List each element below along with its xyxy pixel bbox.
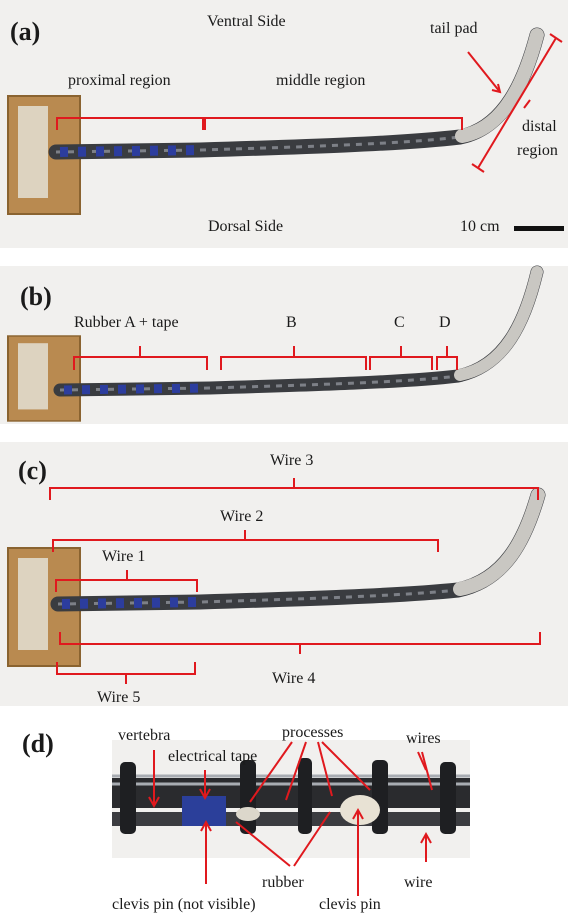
tail-pad-arrowhead: [491, 83, 502, 94]
bracket-d: [436, 346, 458, 370]
clevis-pin-not-visible-label: clevis pin (not visible): [112, 896, 256, 913]
bracket-proximal-region: [56, 117, 204, 130]
panel-c-brackets: [49, 478, 541, 684]
arrow-processes-2: [285, 741, 307, 801]
wire-1-label: Wire 1: [102, 548, 146, 565]
panel-a-tail: [7, 27, 545, 215]
rubber-a-tape-label: Rubber A + tape: [74, 314, 179, 331]
middle-region-label: middle region: [276, 72, 366, 89]
vertebra-label: vertebra: [118, 727, 171, 744]
bracket-wire-5: [56, 662, 196, 684]
panel-a-photo: [0, 0, 568, 248]
wire-3-label: Wire 3: [270, 452, 314, 469]
arrow-processes-3: [317, 741, 333, 797]
panel-label-c: (c): [18, 456, 47, 485]
bracket-b: [220, 346, 367, 370]
tail-pad-label: tail pad: [430, 20, 478, 37]
panel-label-d: (d): [22, 729, 54, 758]
processes-label: processes: [282, 724, 344, 741]
panel-c-photo: [0, 442, 568, 706]
bracket-wire-1: [55, 570, 198, 592]
panel-a-brackets: [56, 33, 563, 173]
arrow-processes-4: [321, 741, 371, 791]
rubber-c-label: C: [394, 314, 405, 331]
wire-5-label: Wire 5: [97, 689, 141, 706]
rubber-label: rubber: [262, 874, 304, 891]
bracket-c: [369, 346, 433, 370]
arrow-rubber-1: [235, 821, 291, 867]
panel-b-photo: [0, 266, 568, 424]
dorsal-side-label: Dorsal Side: [208, 218, 284, 235]
panel-b-brackets: [73, 346, 458, 370]
wire-4-label: Wire 4: [272, 670, 316, 687]
panel-label-a: (a): [10, 17, 41, 46]
panel-d-arrows: [148, 741, 433, 896]
region-label: region: [517, 142, 558, 159]
panel-d-closeup: [112, 758, 470, 834]
electrical-tape-label: electrical tape: [168, 748, 258, 765]
arrow-wires-1: [417, 751, 427, 771]
tail-pad-arrow: [467, 51, 501, 93]
ventral-side-label: Ventral Side: [207, 13, 286, 30]
arrow-processes-1: [249, 741, 293, 803]
proximal-region-label: proximal region: [68, 72, 171, 89]
bracket-wire-4: [59, 632, 541, 654]
bracket-middle-region: [204, 117, 463, 130]
scale-bar-label: 10 cm: [460, 218, 500, 235]
bracket-rubber-a: [73, 346, 208, 370]
bracket-wire-3: [49, 478, 539, 500]
panel-b-tail: [7, 265, 544, 422]
wire-2-label: Wire 2: [220, 508, 264, 525]
arrow-rubber-2: [293, 811, 331, 867]
wires-label: wires: [406, 730, 441, 747]
distal-label: distal: [522, 118, 557, 135]
clevis-pin-label: clevis pin: [319, 896, 381, 913]
bracket-wire-2: [52, 530, 439, 552]
rubber-d-label: D: [439, 314, 451, 331]
panel-c-tail: [7, 487, 546, 667]
scale-bar: [514, 226, 564, 231]
bracket-distal-region: [477, 37, 557, 169]
wire-label: wire: [404, 874, 433, 891]
rubber-b-label: B: [286, 314, 297, 331]
arrow-wires-2: [421, 751, 433, 791]
panel-label-b: (b): [20, 282, 52, 311]
